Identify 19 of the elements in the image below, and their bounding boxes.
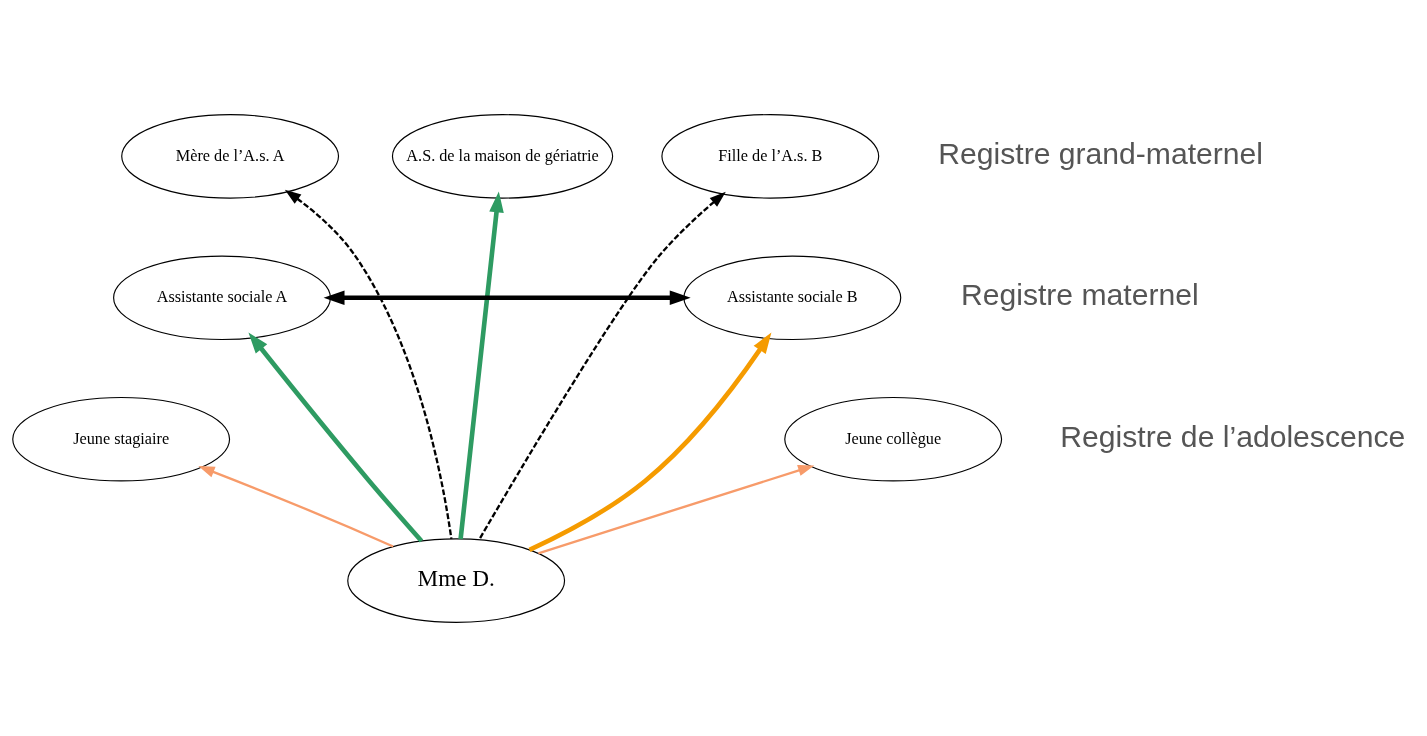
arrow [284, 189, 453, 539]
node-ellipse: Jeune collègue [784, 396, 1003, 481]
label: Registre maternel [960, 277, 1199, 311]
arrow [478, 191, 726, 540]
node-ellipse: Assistante sociale A [113, 255, 331, 340]
arrow [458, 190, 504, 539]
arrow [528, 332, 772, 552]
label: Registre de l’adolescence [1060, 419, 1406, 453]
node-ellipse: Jeune stagiaire [12, 396, 231, 481]
node-ellipse: Assistante sociale B [683, 255, 902, 340]
arrow [248, 332, 424, 542]
arrow [323, 289, 691, 305]
label: Registre grand-maternel [938, 136, 1264, 170]
arrow [538, 464, 815, 554]
node-ellipse: A.S. de la maison de gériatrie [391, 113, 614, 199]
node-ellipse: Mère de l’A.s. A [121, 113, 340, 199]
node-ellipse: Fille de l’A.s. B [661, 113, 880, 199]
node-ellipse: Mme D. [347, 537, 566, 623]
arrow [198, 465, 394, 547]
